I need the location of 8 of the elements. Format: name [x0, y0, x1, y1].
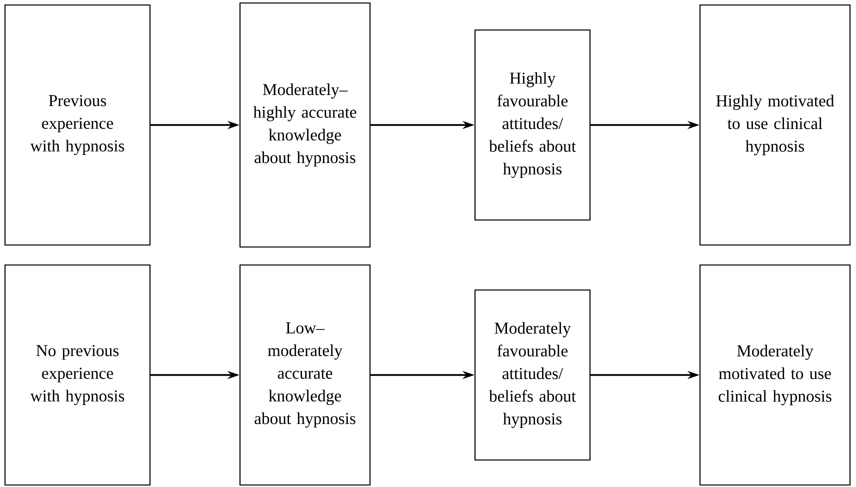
process-box: Moderately–highly accurate knowledge about hypnosis: [239, 2, 371, 248]
process-box: Highly favourable attitudes/ beliefs about hypnosis: [474, 29, 591, 221]
process-box: Moderately favourable attitudes/ beliefs about hypnosis: [474, 289, 591, 461]
process-box: Low– moderately accurate knowledge about hypnosis: [239, 264, 371, 486]
process-box: No previous experience with hypnosis: [4, 264, 151, 486]
process-box: Highly motivated to use clinical hypnosis: [699, 4, 851, 246]
process-box: Moderately motivated to use clinical hypnosis: [699, 264, 851, 486]
process-box: Previous experience with hypnosis: [4, 4, 151, 246]
